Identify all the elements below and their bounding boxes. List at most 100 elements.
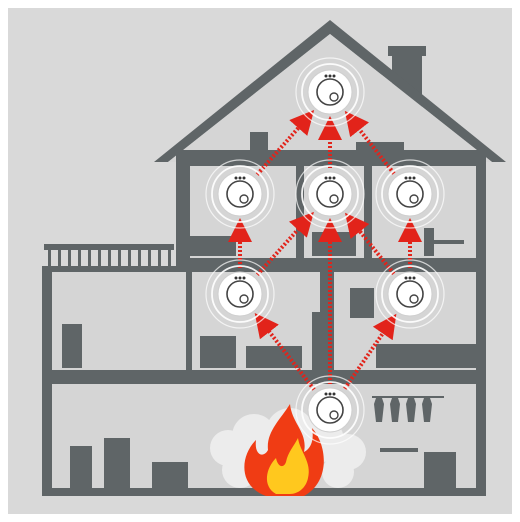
signal-ring bbox=[295, 57, 365, 127]
detector-led bbox=[238, 176, 242, 180]
detector-led bbox=[328, 176, 332, 180]
hanging-garment bbox=[406, 398, 416, 422]
wall-cabinet bbox=[350, 288, 374, 318]
signal-ring bbox=[211, 265, 269, 323]
upper-center-detector bbox=[295, 159, 365, 229]
middle-left-detector bbox=[205, 259, 275, 329]
baluster bbox=[48, 250, 51, 268]
detector-face bbox=[316, 396, 344, 424]
desk bbox=[434, 240, 464, 244]
signal-ring bbox=[375, 259, 445, 329]
detector-face bbox=[226, 180, 254, 208]
link-arrow-middle-right-detector-to-upper-center-detector bbox=[344, 212, 396, 275]
bed-upper-left bbox=[190, 236, 236, 256]
alarm-links bbox=[228, 109, 422, 391]
detector-test-button bbox=[239, 194, 249, 204]
detector-face bbox=[226, 280, 254, 308]
signal-ring bbox=[301, 381, 359, 439]
detector-led bbox=[324, 392, 328, 396]
detector-led bbox=[412, 276, 416, 280]
signal-ring bbox=[205, 259, 275, 329]
smoke-detector-icon bbox=[217, 271, 263, 317]
detector-led bbox=[412, 176, 416, 180]
detector-led bbox=[234, 276, 238, 280]
fire-icon bbox=[244, 404, 324, 496]
attic-detector bbox=[295, 57, 365, 127]
boiler bbox=[70, 446, 92, 488]
baluster bbox=[58, 250, 61, 268]
baluster bbox=[68, 250, 71, 268]
attic-cabinet bbox=[250, 132, 268, 162]
signal-ring bbox=[381, 165, 439, 223]
detector-led bbox=[324, 176, 328, 180]
baluster bbox=[138, 250, 141, 268]
detector-face bbox=[396, 280, 424, 308]
smoke-detector-icon bbox=[217, 171, 263, 217]
baluster bbox=[168, 250, 171, 268]
upper-left-detector bbox=[205, 159, 275, 229]
balcony-balusters bbox=[48, 250, 171, 268]
laundry-line bbox=[372, 396, 444, 422]
upper-right-detector bbox=[375, 159, 445, 229]
smoke-detector-icon bbox=[307, 387, 353, 433]
detector-led bbox=[332, 392, 336, 396]
detector-face bbox=[316, 78, 344, 106]
detector-led bbox=[404, 276, 408, 280]
signal-ring bbox=[301, 63, 359, 121]
link-arrow-basement-detector-to-middle-left-detector bbox=[254, 312, 316, 391]
baluster bbox=[88, 250, 91, 268]
detector-test-button bbox=[329, 410, 339, 420]
balcony-rail bbox=[44, 244, 174, 250]
detector-face bbox=[396, 180, 424, 208]
basement-detector bbox=[295, 375, 365, 445]
baluster bbox=[158, 250, 161, 268]
detector-test-button bbox=[409, 294, 419, 304]
storage-box bbox=[152, 462, 188, 488]
chimney-cap bbox=[388, 46, 426, 56]
detector-face bbox=[316, 180, 344, 208]
baluster bbox=[78, 250, 81, 268]
baluster bbox=[108, 250, 111, 268]
signal-ring bbox=[375, 159, 445, 229]
detector-test-button bbox=[409, 194, 419, 204]
baluster bbox=[148, 250, 151, 268]
link-arrow-middle-left-detector-to-upper-center-detector bbox=[255, 211, 314, 277]
baluster bbox=[128, 250, 131, 268]
detector-led bbox=[324, 74, 328, 78]
smoke-detector-icon bbox=[387, 271, 433, 317]
hanging-garment bbox=[374, 398, 384, 422]
detector-led bbox=[238, 276, 242, 280]
detector-led bbox=[332, 176, 336, 180]
attic-bed bbox=[356, 142, 404, 156]
smoke-detector-icon bbox=[307, 69, 353, 115]
signal-ring bbox=[301, 165, 359, 223]
signal-ring bbox=[381, 265, 439, 323]
detectors bbox=[205, 57, 445, 445]
detector-led bbox=[408, 276, 412, 280]
kitchen-counter bbox=[376, 344, 476, 368]
detector-led bbox=[328, 392, 332, 396]
smoke-detector-icon bbox=[387, 171, 433, 217]
desk-chair bbox=[424, 228, 434, 256]
ironing-board bbox=[380, 448, 418, 452]
signal-ring bbox=[211, 165, 269, 223]
hanging-garment bbox=[390, 398, 400, 422]
furniture bbox=[62, 132, 476, 488]
detector-led bbox=[242, 276, 246, 280]
hanging-garment bbox=[422, 398, 432, 422]
fireplace bbox=[200, 336, 236, 368]
water-heater bbox=[104, 438, 130, 488]
sofa bbox=[246, 346, 302, 368]
detector-led bbox=[332, 74, 336, 78]
middle-right-detector bbox=[375, 259, 445, 329]
detector-led bbox=[408, 176, 412, 180]
detector-led bbox=[404, 176, 408, 180]
detector-test-button bbox=[329, 194, 339, 204]
ladder bbox=[312, 312, 328, 370]
detector-test-button bbox=[239, 294, 249, 304]
detector-led bbox=[328, 74, 332, 78]
detector-test-button bbox=[329, 92, 339, 102]
baluster bbox=[118, 250, 121, 268]
